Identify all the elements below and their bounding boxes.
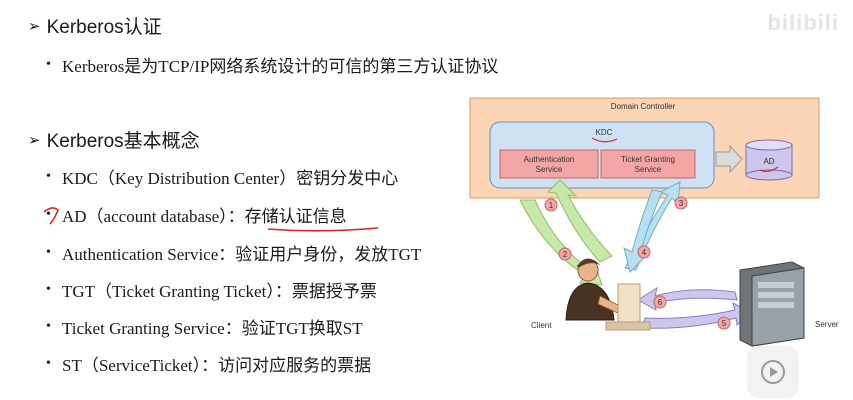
svg-text:5: 5 [722, 319, 727, 328]
play-icon [761, 360, 785, 384]
server-label: Server [815, 320, 839, 329]
step-circle-1: 1 [544, 198, 558, 212]
authentication-service-box [499, 149, 599, 179]
auth-service-label-1: Authentication [524, 155, 575, 164]
kdc-annotation [591, 137, 618, 143]
bullet-dot-icon: • [46, 56, 51, 72]
bilibili-watermark: bilibili [767, 10, 839, 35]
client-label: Client [531, 321, 552, 330]
ad-database-icon [745, 139, 793, 181]
step-circle-2: 2 [558, 247, 572, 261]
bullet-text: AD（account database）：存储认证信息 [62, 207, 347, 226]
concept-item-ad: • AD（account database）：存储认证信息 [46, 202, 347, 227]
ad-label: AD [763, 157, 774, 166]
auth-service-label-2: Service [536, 165, 563, 174]
tgs-label-2: Service [635, 165, 662, 174]
green-arrow-2 [546, 179, 613, 263]
bullet-text: ST（ServiceTicket）：访问对应服务的票据 [62, 356, 372, 375]
svg-text:3: 3 [679, 199, 684, 208]
svg-text:6: 6 [658, 298, 663, 307]
bullet-dot-icon: • [46, 281, 51, 297]
section-title: Kerberos认证 [46, 17, 162, 38]
bullet-dot-icon: • [46, 206, 51, 222]
svg-text:1: 1 [549, 201, 554, 210]
concept-item-tgt: • TGT（Ticket Granting Ticket）：票据授予票 [46, 277, 377, 302]
domain-controller-label: Domain Controller [611, 102, 676, 111]
svg-text:4: 4 [642, 248, 647, 257]
step-circle-6: 6 [653, 295, 667, 309]
kdc-to-ad-arrow [715, 144, 743, 174]
blue-arrow-4 [623, 189, 663, 273]
section-heading-kerberos-auth: ➢ Kerberos认证 [28, 12, 162, 39]
step-circle-5: 5 [717, 316, 731, 330]
play-button[interactable] [747, 346, 799, 398]
bullet-dot-icon: • [46, 168, 51, 184]
section-heading-kerberos-concepts: ➢ Kerberos基本概念 [28, 126, 200, 153]
annotation-tick [43, 207, 59, 225]
concept-item-st: • ST（ServiceTicket）：访问对应服务的票据 [46, 351, 371, 376]
bullet-text: TGT（Ticket Granting Ticket）：票据授予票 [62, 282, 377, 301]
bullet-text: Ticket Granting Service：验证TGT换取ST [62, 319, 363, 338]
client-person-icon [565, 258, 651, 331]
step-circle-4: 4 [637, 245, 651, 259]
bullet-dot-icon: • [46, 355, 51, 371]
bullet-dot-icon: • [46, 318, 51, 334]
concept-item-kdc: • KDC（Key Distribution Center）密钥分发中心 [46, 164, 398, 189]
bullet-text: Kerberos是为TCP/IP网络系统设计的可信的第三方认证协议 [62, 57, 499, 76]
annotation-underline [267, 227, 379, 232]
tgs-label-1: Ticket Granting [621, 155, 675, 164]
bullet-text: KDC（Key Distribution Center）密钥分发中心 [62, 169, 399, 188]
concept-item-as: • Authentication Service：验证用户身份，发放TGT [46, 240, 421, 265]
step-circle-3: 3 [674, 196, 688, 210]
bullet-text: Authentication Service：验证用户身份，发放TGT [62, 245, 422, 264]
concept-item-tgs: • Ticket Granting Service：验证TGT换取ST [46, 314, 363, 339]
ad-annotation [759, 166, 779, 173]
bullet-dot-icon: • [46, 244, 51, 260]
server-tower-icon [739, 261, 805, 347]
section-title: Kerberos基本概念 [46, 131, 200, 152]
svg-text:2: 2 [563, 250, 568, 259]
ticket-granting-service-box [600, 149, 696, 179]
purple-arrow-6 [637, 286, 738, 311]
bullet-item: • Kerberos是为TCP/IP网络系统设计的可信的第三方认证协议 [46, 52, 498, 77]
kdc-label: KDC [596, 128, 613, 137]
arrow-bullet-icon: ➢ [28, 131, 41, 149]
arrow-bullet-icon: ➢ [28, 17, 41, 35]
